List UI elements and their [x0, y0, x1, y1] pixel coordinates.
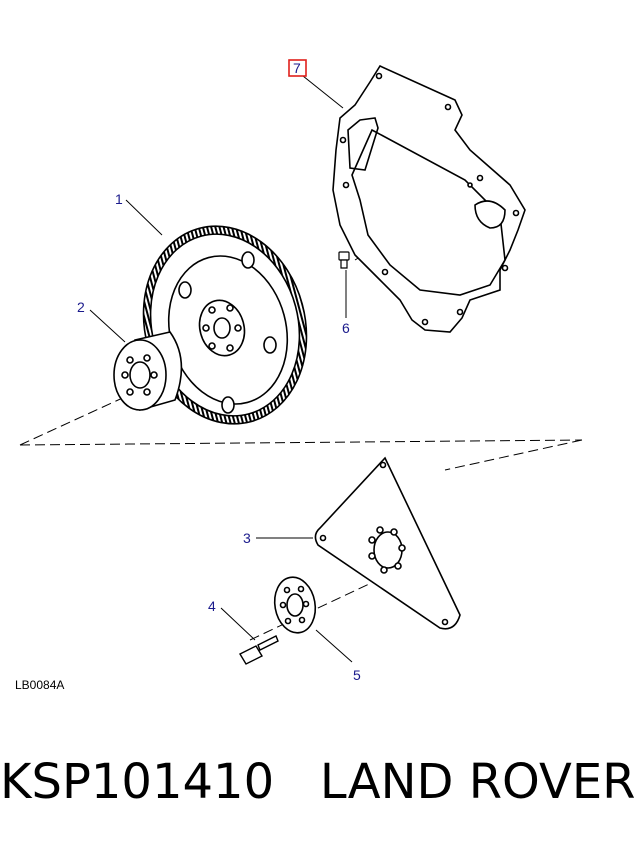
callout-4: 4 — [208, 598, 216, 614]
flex-plate — [314, 456, 461, 630]
leader-lines — [89, 75, 353, 663]
adaptor-plate — [332, 64, 526, 333]
reinforcing-ring — [273, 576, 317, 634]
callout-5: 5 — [353, 667, 361, 683]
callout-7: 7 — [293, 60, 301, 76]
flywheel-spacer — [113, 331, 183, 412]
callout-2: 2 — [77, 299, 85, 315]
plate-bolt — [338, 251, 350, 269]
callout-3: 3 — [243, 530, 251, 546]
callout-6: 6 — [342, 320, 350, 336]
part-caption: KSP101410 LAND ROVER — [0, 754, 636, 810]
flex-plate-bolt — [239, 635, 279, 665]
flywheel — [142, 225, 308, 425]
callout-7-highlight-box — [288, 59, 307, 77]
exploded-parts-diagram: 1 2 3 4 5 6 7 LB0084A — [15, 59, 583, 692]
callout-1: 1 — [115, 191, 123, 207]
diagram-reference-code: LB0084A — [15, 678, 64, 692]
